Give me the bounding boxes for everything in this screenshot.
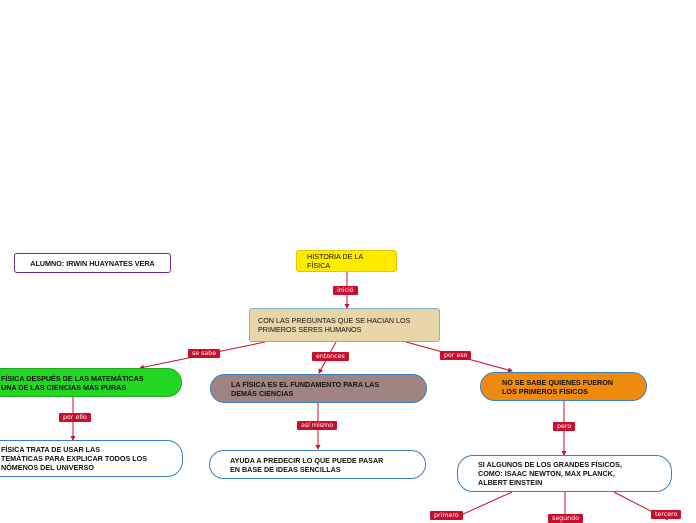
- math-explain-node-text: FÍSICA TRATA DE USAR LAS TEMÁTICAS PARA …: [1, 445, 148, 472]
- link-label-inicio[interactable]: inició: [333, 286, 358, 295]
- unknown-node[interactable]: NO SE SABE QUIENES FUERON LOS PRIMEROS F…: [480, 372, 647, 401]
- helps-node[interactable]: AYUDA A PREDECIR LO QUE PUEDE PASAR EN B…: [209, 450, 426, 479]
- link-label-pero[interactable]: pero: [553, 422, 576, 431]
- link-label-tercero[interactable]: tercero: [651, 510, 682, 519]
- root-node[interactable]: HISTORIA DE LA FÍSICA: [296, 250, 397, 272]
- root-node-text: HISTORIA DE LA FÍSICA: [307, 252, 363, 270]
- foundation-node[interactable]: LA FÍSICA ES EL FUNDAMENTO PARA LAS DEMÁ…: [210, 374, 427, 403]
- foundation-node-text: LA FÍSICA ES EL FUNDAMENTO PARA LAS DEMÁ…: [231, 379, 380, 398]
- after-math-node-text: FÍSICA DESPUÉS DE LAS MATEMÁTICAS UNA DE…: [1, 373, 144, 392]
- student-name-text: ALUMNO: IRWIN HUAYNATES VERA: [30, 258, 155, 268]
- link-label-por-eso[interactable]: por eso: [440, 351, 472, 360]
- questions-node-text: CON LAS PREGUNTAS QUE SE HACIAN LOS PRIM…: [258, 316, 411, 334]
- questions-node[interactable]: CON LAS PREGUNTAS QUE SE HACIAN LOS PRIM…: [249, 308, 440, 342]
- student-name-node[interactable]: ALUMNO: IRWIN HUAYNATES VERA: [14, 253, 171, 273]
- link-label-se-sabe[interactable]: se sabe: [188, 349, 221, 358]
- math-explain-node[interactable]: FÍSICA TRATA DE USAR LAS TEMÁTICAS PARA …: [0, 440, 183, 477]
- link-label-entonces[interactable]: entonces: [312, 352, 349, 361]
- link-label-primero[interactable]: primero: [430, 511, 463, 520]
- physicists-node-text: SI ALGUNOS DE LOS GRANDES FÍSICOS, COMO:…: [478, 460, 622, 487]
- physicists-node[interactable]: SI ALGUNOS DE LOS GRANDES FÍSICOS, COMO:…: [457, 455, 672, 492]
- unknown-node-text: NO SE SABE QUIENES FUERON LOS PRIMEROS F…: [502, 377, 614, 396]
- link-label-segundo[interactable]: segundo: [548, 514, 583, 523]
- helps-node-text: AYUDA A PREDECIR LO QUE PUEDE PASAR EN B…: [230, 455, 384, 474]
- link-label-asi-mismo[interactable]: así mismo: [297, 421, 338, 430]
- after-math-node[interactable]: FÍSICA DESPUÉS DE LAS MATEMÁTICAS UNA DE…: [0, 368, 182, 397]
- link-label-por-ello[interactable]: por ello: [59, 413, 91, 422]
